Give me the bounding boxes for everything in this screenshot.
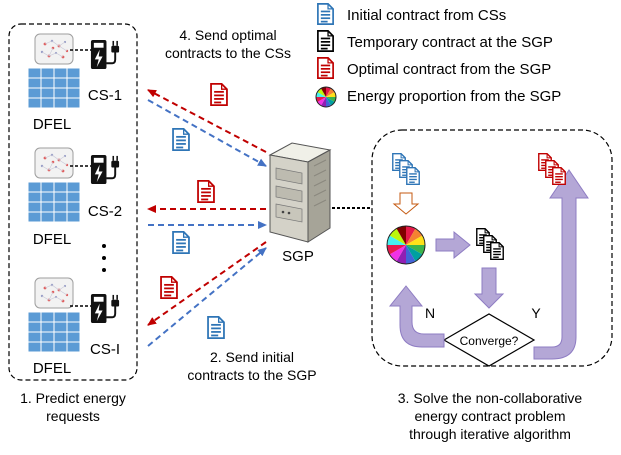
temporary-contracts-stack <box>476 228 504 260</box>
wheel-slice <box>321 87 326 97</box>
down-arrow-icon <box>473 267 505 309</box>
charger-icon <box>89 153 121 186</box>
svg-text:3. Solve the non-collaborative: 3. Solve the non-collaborative <box>398 390 583 406</box>
wheel-slice <box>326 92 336 97</box>
wheel-slice <box>387 245 406 255</box>
wheel-slice <box>321 97 326 107</box>
initial-contract-icon <box>317 3 334 25</box>
legend-temporary-label: Temporary contract at the SGP <box>347 34 553 51</box>
initial-contract-icon <box>172 231 190 254</box>
optimal-contracts-stack <box>538 153 566 185</box>
dfel-icon <box>27 147 81 223</box>
energy-wheel-icon <box>315 86 337 108</box>
wheel-slice <box>326 88 335 97</box>
step2-caption: 2. Send initial contracts to the SGP <box>187 349 316 383</box>
algorithm-box <box>371 129 613 367</box>
legend-initial: Initial contract from CSs <box>317 3 506 25</box>
converge-label: Converge? <box>460 334 519 348</box>
wheel-outline <box>315 86 337 108</box>
step3-caption: 3. Solve the non-collaborative energy co… <box>398 390 583 442</box>
optimal-contract-arrows <box>147 89 267 326</box>
initial-contract-icon <box>207 316 225 339</box>
energy-wheel-icon <box>386 225 426 265</box>
right-arrow-icon <box>435 230 471 260</box>
wheel-slice <box>389 245 406 262</box>
red-arrow-csi <box>147 241 267 326</box>
sgp-label: SGP <box>282 248 314 265</box>
legend-energy-label: Energy proportion from the SGP <box>347 88 561 105</box>
sgp-server-icon <box>268 142 332 243</box>
wheel-slice <box>326 97 336 102</box>
wheel-slice <box>406 226 416 245</box>
step1-caption: 1. Predict energy requests <box>20 390 126 424</box>
wheel-slice <box>389 228 406 245</box>
station-i: DFEL CS-I <box>27 277 121 377</box>
legend: Initial contract from CSs Temporary cont… <box>315 3 561 108</box>
svg-text:contracts to the SGP: contracts to the SGP <box>187 367 316 383</box>
no-label: N <box>425 305 435 321</box>
optimal-contract-icon <box>210 83 228 106</box>
wheel-slice <box>387 235 406 245</box>
cs-label: CS-1 <box>88 87 122 104</box>
dfel-icon <box>27 33 81 109</box>
legend-initial-label: Initial contract from CSs <box>347 7 506 24</box>
initial-contracts-stack <box>392 153 420 185</box>
dfel-label: DFEL <box>33 231 71 248</box>
converge-diamond <box>442 313 536 367</box>
svg-text:requests: requests <box>46 408 100 424</box>
blue-arrow-cs1 <box>147 99 267 167</box>
dfel-label: DFEL <box>33 116 71 133</box>
wheel-slice <box>406 228 423 245</box>
wheel-slice <box>316 92 326 97</box>
temporary-contract-icon <box>317 30 334 52</box>
wheel-slice <box>326 87 331 97</box>
red-arrow-cs1 <box>147 89 267 153</box>
cs-label: CS-2 <box>88 203 122 220</box>
charger-icon <box>89 38 121 71</box>
svg-text:contracts to the CSs: contracts to the CSs <box>165 45 291 61</box>
legend-optimal: Optimal contract from the SGP <box>317 57 551 79</box>
step4-caption: 4. Send optimal contracts to the CSs <box>165 27 291 61</box>
wheel-slice <box>326 97 331 107</box>
wheel-slice <box>326 97 335 106</box>
svg-text:through iterative algorithm: through iterative algorithm <box>409 426 571 442</box>
wheel-slice <box>406 245 425 255</box>
optimal-contract-icon <box>317 57 334 79</box>
svg-text:1. Predict energy: 1. Predict energy <box>20 390 126 406</box>
station-1: DFEL CS-1 <box>27 33 122 133</box>
svg-text:4. Send optimal: 4. Send optimal <box>179 27 276 43</box>
wheel-slice <box>406 235 425 245</box>
down-arrow-icon <box>392 192 420 215</box>
initial-contract-icon <box>172 128 190 151</box>
wheel-slice <box>396 245 406 264</box>
wheel-slice <box>396 226 406 245</box>
charger-icon <box>89 292 121 325</box>
wheel-outline <box>386 225 426 265</box>
legend-energy: Energy proportion from the SGP <box>315 86 561 108</box>
svg-text:2. Send initial: 2. Send initial <box>210 349 294 365</box>
yes-label: Y <box>531 305 541 321</box>
no-loop-arrow <box>388 285 445 348</box>
wheel-slice <box>317 88 326 97</box>
optimal-contract-icon <box>160 276 178 299</box>
dfel-label: DFEL <box>33 360 71 377</box>
wheel-slice <box>317 97 326 106</box>
dfel-icon <box>27 277 81 353</box>
initial-contract-arrows <box>147 99 267 347</box>
wheel-slice <box>406 245 416 264</box>
station-2: DFEL CS-2 <box>27 147 122 248</box>
svg-text:energy contract problem: energy contract problem <box>415 408 566 424</box>
legend-temporary: Temporary contract at the SGP <box>317 30 553 52</box>
wheel-slice <box>316 97 326 102</box>
ellipsis-dots <box>102 244 106 272</box>
cs-label: CS-I <box>90 341 120 358</box>
legend-optimal-label: Optimal contract from the SGP <box>347 61 551 78</box>
optimal-contract-icon <box>197 180 215 203</box>
blue-arrow-csi <box>147 247 267 347</box>
cs-group-box <box>8 23 138 381</box>
wheel-slice <box>406 245 423 262</box>
yes-arrow <box>533 169 589 360</box>
